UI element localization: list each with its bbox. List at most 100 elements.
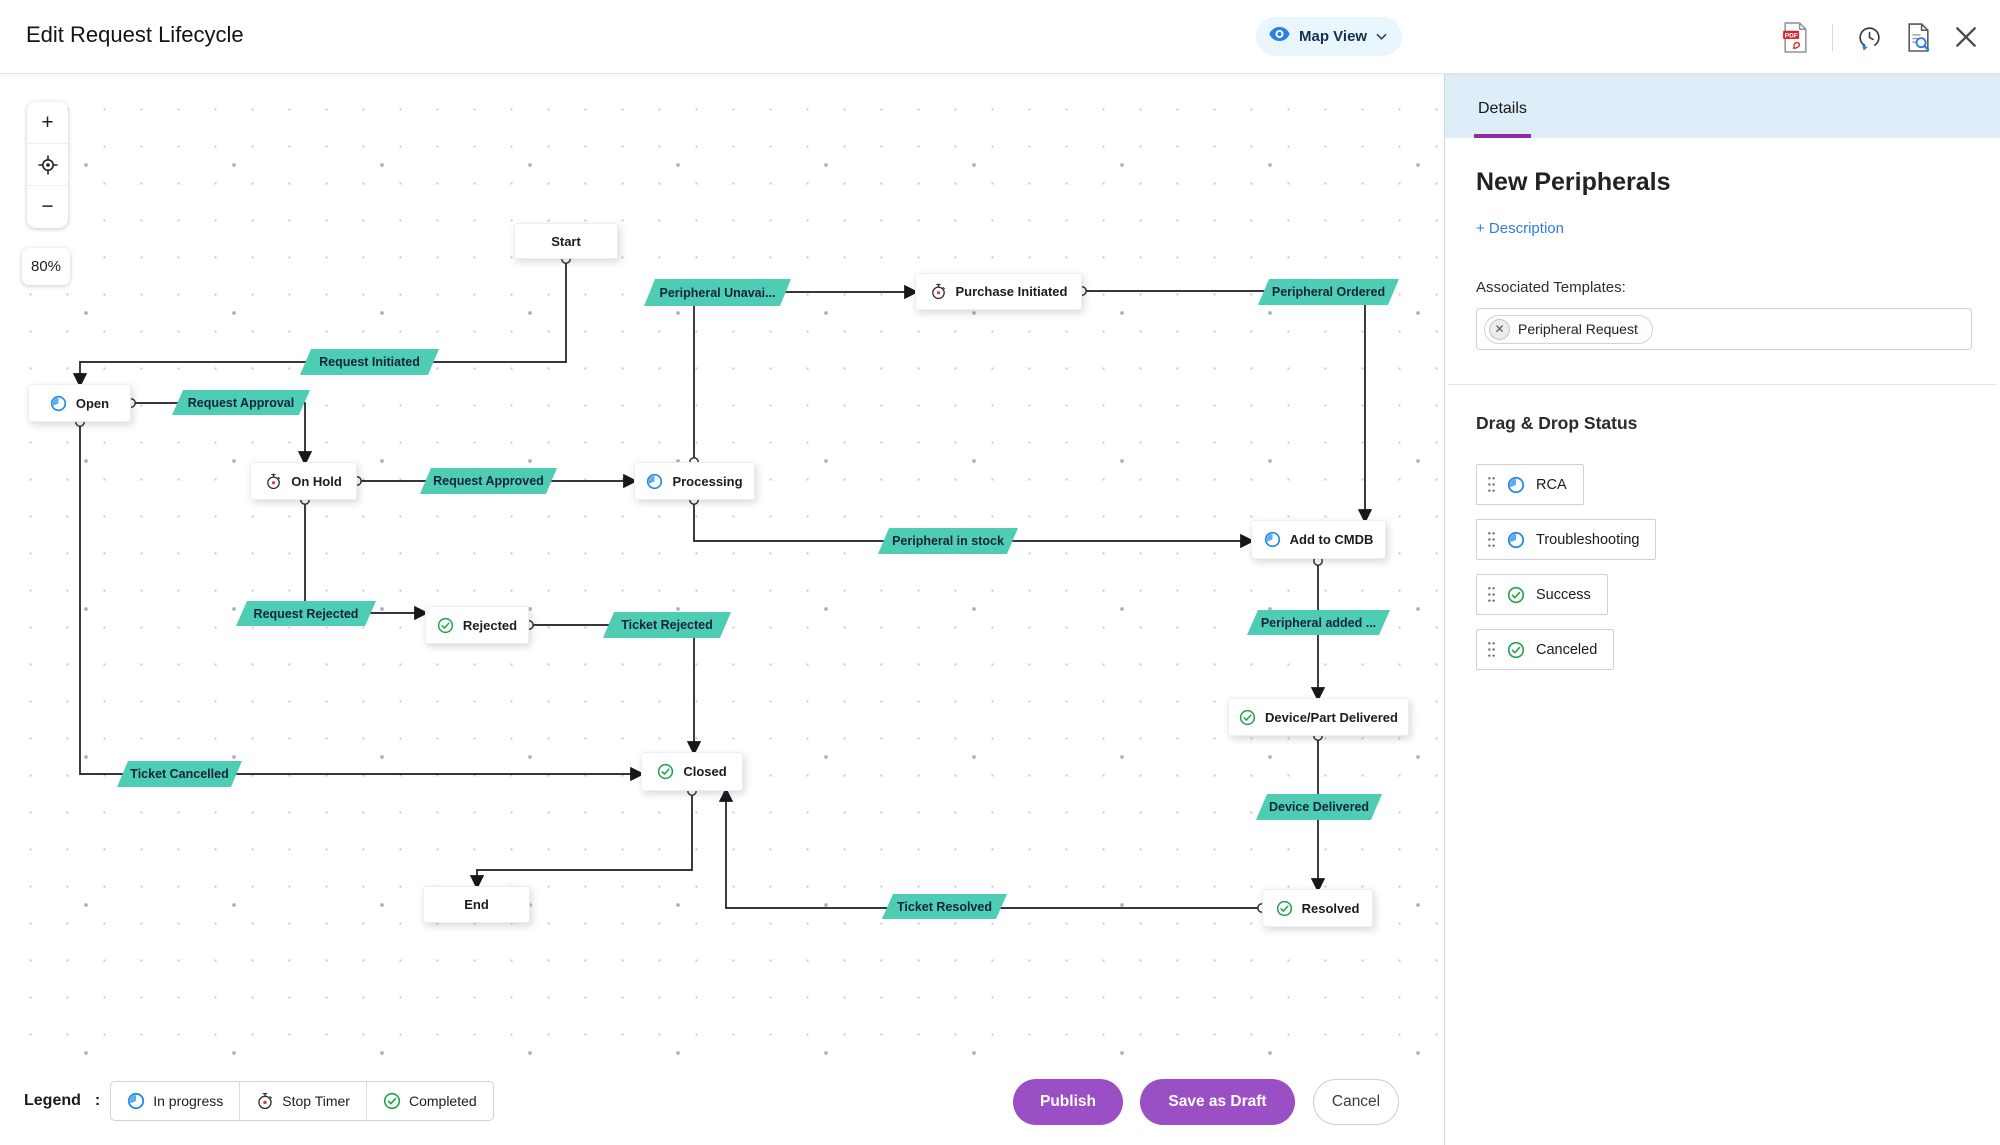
close-icon[interactable] [1954,25,1978,49]
details-panel: Details New Peripherals + Description As… [1444,74,2000,1145]
export-pdf-icon[interactable]: PDF [1782,21,1809,53]
transition-peripheral-in-stock[interactable]: Peripheral in stock [878,528,1018,554]
template-chip-label: Peripheral Request [1518,321,1638,337]
transition-label: Device Delivered [1268,800,1370,814]
zoom-out-button[interactable]: − [41,195,54,218]
stop-timer-icon [931,283,945,300]
cancel-button[interactable]: Cancel [1313,1079,1399,1125]
transition-request-rejected[interactable]: Request Rejected [236,601,376,626]
edge-rejected-to-closed [529,624,702,756]
document-search-icon[interactable] [1906,22,1931,52]
node-purchase-initiated[interactable]: Purchase Initiated [915,273,1082,310]
transition-label: Request Approval [187,395,295,410]
node-closed[interactable]: Closed [641,752,743,791]
edge-open-to-closed [79,422,645,782]
node-label: Closed [683,764,727,779]
drag-status-troubleshooting[interactable]: Troubleshooting [1476,519,1657,560]
stop-timer-icon [258,1092,273,1110]
node-label: Processing [672,473,743,489]
header-icon-row: PDF [1782,0,1978,74]
node-label: Add to CMDB [1289,532,1374,547]
publish-button[interactable]: Publish [1013,1079,1123,1125]
completed-icon [383,1092,401,1110]
node-start[interactable]: Start [514,223,618,259]
zoom-level: 80% [22,248,70,285]
transition-label: Peripheral Ordered [1271,285,1386,299]
transition-label: Ticket Resolved [897,899,992,914]
transition-device-delivered[interactable]: Device Delivered [1256,794,1382,820]
node-rejected[interactable]: Rejected [425,606,529,644]
edge-processing-to-purchase [693,284,919,462]
transition-label: Peripheral in stock [892,534,1004,548]
node-end[interactable]: End [423,886,530,923]
in-progress-icon [1507,531,1525,548]
node-add-to-cmdb[interactable]: Add to CMDB [1251,520,1386,559]
node-label: Rejected [462,617,518,633]
eye-icon [1269,27,1290,46]
drag-handle-icon [1488,477,1495,492]
transition-peripheral-unavai[interactable]: Peripheral Unavai... [644,279,791,306]
fit-to-screen-button[interactable] [27,144,68,186]
in-progress-icon [647,473,663,489]
chip-remove-icon[interactable]: ✕ [1489,318,1510,340]
transition-label: Request Rejected [253,606,359,621]
completed-icon [1507,586,1525,603]
node-label: End [464,897,489,912]
map-view-label: Map View [1299,28,1368,45]
in-progress-icon [1507,476,1525,493]
associated-templates-field[interactable]: ✕ Peripheral Request [1476,308,1972,350]
node-open[interactable]: Open [28,384,131,422]
transition-ticket-cancelled[interactable]: Ticket Cancelled [117,761,242,787]
transition-ticket-rejected[interactable]: Ticket Rejected [603,612,731,638]
transition-request-approval[interactable]: Request Approval [172,390,310,415]
in-progress-icon [1264,531,1280,548]
edge-layer [72,254,1373,913]
node-on-hold[interactable]: On Hold [250,462,357,500]
drag-status-canceled[interactable]: Canceled [1476,629,1615,670]
drag-handle-icon [1488,642,1495,657]
drag-status-rca[interactable]: RCA [1476,464,1584,505]
page-title: Edit Request Lifecycle [26,22,244,47]
header-divider [1832,23,1833,51]
add-description-link[interactable]: + Description [1476,220,1564,237]
status-label: Success [1536,586,1591,603]
legend-label: Legend [24,1092,81,1109]
tab-details[interactable]: Details [1474,100,1531,138]
transition-peripheral-added[interactable]: Peripheral added ... [1247,610,1390,635]
in-progress-icon [50,395,67,411]
history-icon[interactable] [1856,24,1883,51]
transition-request-initiated[interactable]: Request Initiated [300,349,439,375]
node-device-part-delivered[interactable]: Device/Part Delivered [1228,698,1409,736]
legend-item-stop-timer: Stop Timer [240,1082,367,1120]
node-label: On Hold [291,473,342,489]
node-resolved[interactable]: Resolved [1262,889,1373,927]
edge-processing-to-addcmdb [693,500,1255,549]
transition-label: Request Approved [433,474,544,488]
legend-item-label: In progress [153,1093,224,1109]
drag-status-success[interactable]: Success [1476,574,1608,615]
in-progress-icon [128,1092,145,1110]
associated-templates-label: Associated Templates: [1476,279,1626,296]
edge-closed-to-end [469,791,693,890]
zoom-controls: + − [27,102,68,228]
zoom-in-button[interactable]: + [27,102,68,144]
completed-icon [1239,709,1256,725]
edge-onhold-to-rejected [304,500,429,621]
transition-ticket-resolved[interactable]: Ticket Resolved [882,894,1007,919]
map-view-dropdown[interactable]: Map View [1256,17,1403,56]
transition-request-approved[interactable]: Request Approved [420,468,557,494]
node-processing[interactable]: Processing [634,462,755,500]
save-as-draft-button[interactable]: Save as Draft [1140,1079,1295,1125]
template-chip[interactable]: ✕ Peripheral Request [1484,314,1653,344]
transition-peripheral-ordered[interactable]: Peripheral Ordered [1258,279,1399,305]
edge-resolved-to-closed [718,787,1262,909]
completed-icon [1507,641,1525,658]
legend-item-completed: Completed [367,1082,493,1120]
completed-icon [437,617,454,633]
edge-purchase-to-addcmdb [1082,290,1373,524]
